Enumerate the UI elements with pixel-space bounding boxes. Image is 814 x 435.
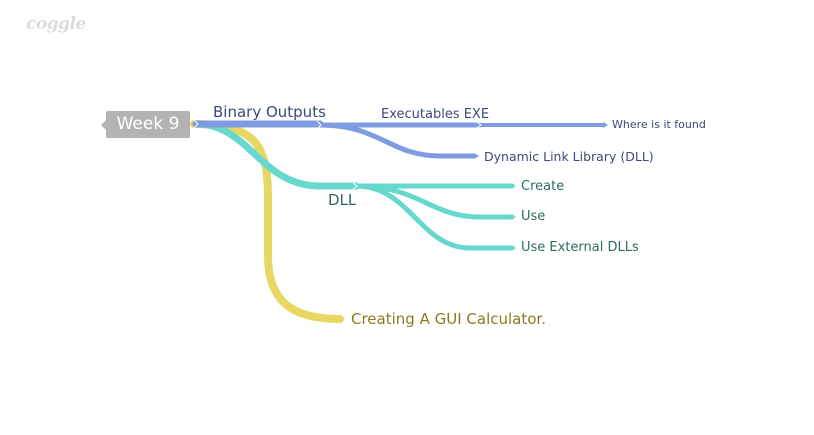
coggle-logo[interactable]: coggle	[26, 14, 86, 34]
branch-use-external-arrow	[511, 245, 516, 251]
node-use-external-dlls[interactable]: Use External DLLs	[521, 240, 639, 255]
root-junction-chevron	[193, 119, 199, 129]
node-dll[interactable]: DLL	[328, 191, 357, 209]
dll-junction-chevron	[352, 182, 358, 190]
node-create[interactable]: Create	[521, 179, 565, 194]
branch-dll-library-line	[317, 122, 477, 159]
node-binary-outputs[interactable]: Binary Outputs	[213, 103, 326, 121]
branch-gui-line	[190, 120, 344, 323]
binary-junction-chevron	[316, 120, 322, 130]
node-executables-exe[interactable]: Executables EXE	[381, 107, 490, 122]
branch-gui-arrow	[338, 315, 345, 323]
branch-use-external-line	[353, 183, 515, 251]
branch-use-arrow	[511, 214, 516, 220]
node-creating-gui-calculator[interactable]: Creating A GUI Calculator.	[351, 310, 546, 328]
branch-where-found-arrow	[603, 122, 608, 128]
node-use[interactable]: Use	[521, 209, 546, 224]
branch-dll-library-arrow	[474, 153, 479, 159]
node-dynamic-link-library[interactable]: Dynamic Link Library (DLL)	[484, 149, 654, 164]
branch-create-arrow	[511, 183, 516, 189]
executables-junction-chevron	[476, 121, 482, 129]
node-where-is-it-found[interactable]: Where is it found	[612, 118, 706, 131]
branch-dll-line	[192, 120, 360, 190]
root-node-week-9[interactable]: Week 9	[101, 111, 190, 138]
